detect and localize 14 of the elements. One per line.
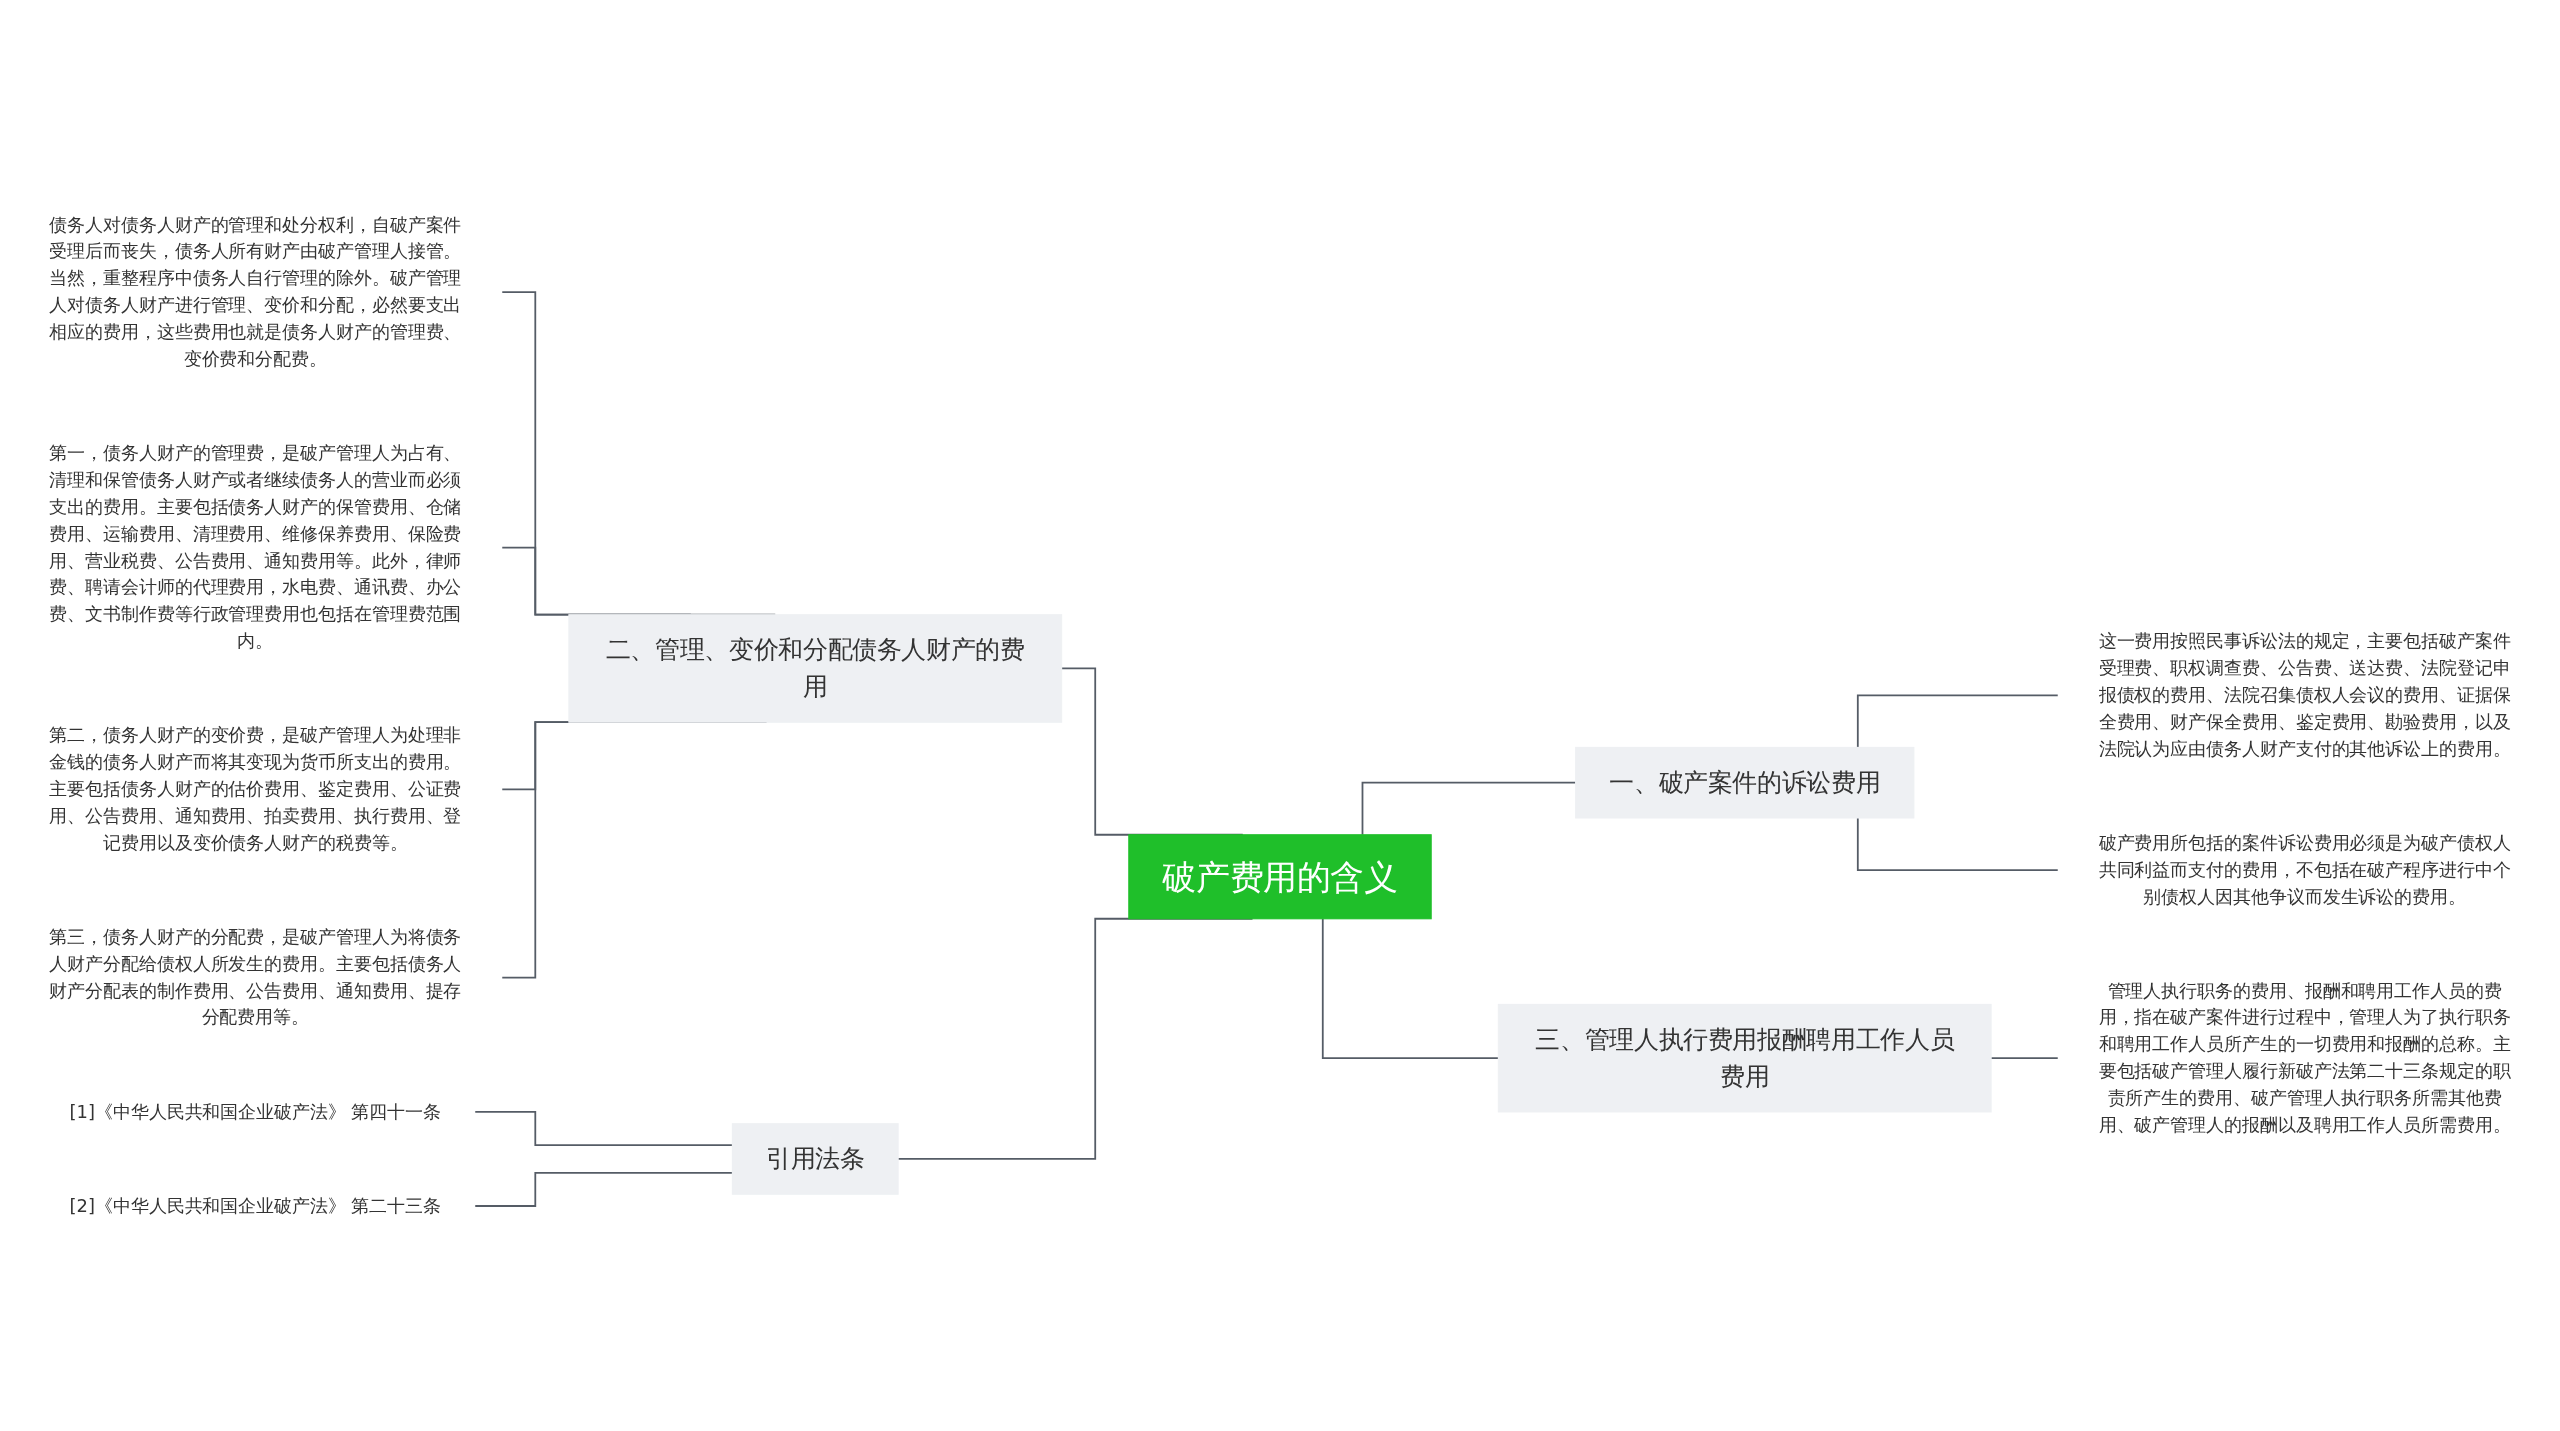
node-box	[1497, 1003, 1992, 1113]
node-text: 这一费用按照民事诉讼法的规定，主要包括破产案件受理费、职权调查费、公告费、送达费、法院登记申报债权的费用、法院召集债权人会议的费用、证据保全费用、财产保全费用、鉴定费用、勘验费用，以及法院认为应由债务人财产支付的其他诉讼上的费用。	[2098, 630, 2511, 760]
node-text: 第一，债务人财产的管理费，是破产管理人为占有、清理和保管债务人财产或者继续债务人的营业而必须支出的费用。主要包括债务人财产的保管费用、仓储费用、运输费用、清理费用、维修保养费用、保险费用、营业税费、公告费用、通知费用等。此外，律师费、聘请会计师的代理费用，水电费、通讯费、办公费、文书制作费等行政管理费用也包括在管理费范围内。	[49, 442, 462, 652]
node-text: [2]《中华人民共和国企业破产法》 第二十三条	[69, 1194, 442, 1217]
node-text: 破产费用所包括的案件诉讼费用必须是为破产债权人共同利益而支付的费用，不包括在破产程序进行中个别债权人因其他争议而发生诉讼的费用。	[2098, 831, 2511, 907]
node-text: 第二，债务人财产的变价费，是破产管理人为处理非金钱的债务人财产而将其变现为货币所支出的费用。主要包括债务人财产的估价费用、鉴定费用、公证费用、公告费用、通知费用、拍卖费用、执行费用、登记费用以及变价债务人财产的税费等。	[49, 724, 462, 854]
node-box	[1128, 834, 1432, 920]
node-box	[568, 614, 1063, 723]
node-text: 债务人对债务人财产的管理和处分权利，自破产案件受理后而丧失，债务人所有财产由破产管理人接管。当然，重整程序中债务人自行管理的除外。破产管理人对债务人财产进行管理、变价和分配，必然要支出相应的费用，这些费用也就是债务人财产的管理费、变价费和分配费。	[49, 213, 462, 370]
node-box	[1575, 746, 1915, 819]
node-text: 管理人执行职务的费用、报酬和聘用工作人员的费用，指在破产案件进行过程中，管理人为了执行职务和聘用工作人员所产生的一切费用和报酬的总称。主要包括破产管理人履行新破产法第二十三条规定的职责所产生的费用、破产管理人执行职务所需其他费用、破产管理人的报酬以及聘用工作人员所需费用。	[2098, 979, 2511, 1136]
node-text: 第三，债务人财产的分配费，是破产管理人为将债务人财产分配给债权人所发生的费用。主要包括债务人财产分配表的制作费用、公告费用、通知费用、提存分配费用等。	[49, 926, 462, 1028]
node-text: [1]《中华人民共和国企业破产法》 第四十一条	[69, 1100, 442, 1123]
node-box	[731, 1123, 899, 1195]
